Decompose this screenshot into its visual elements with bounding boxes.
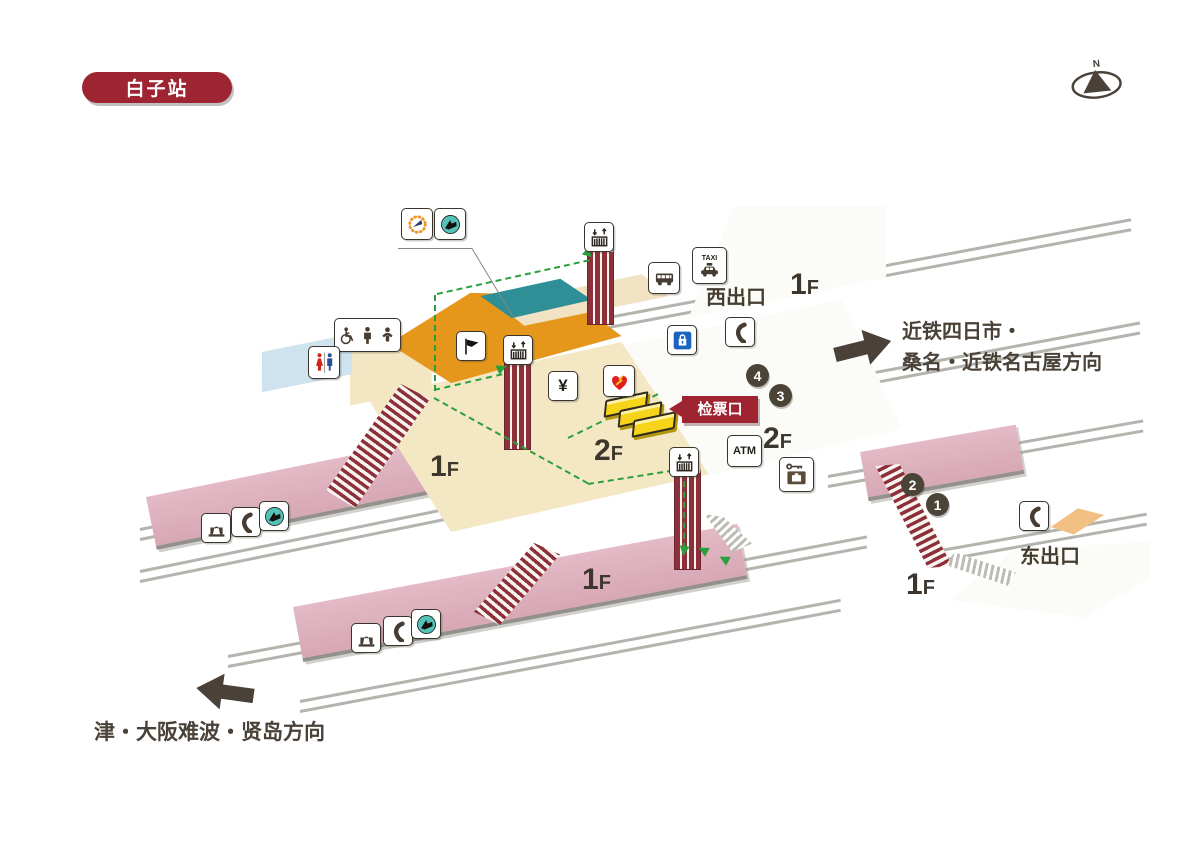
floor-label-2f-concourse: 2F <box>594 434 623 467</box>
ticket-gate-callout: 检票口 <box>669 396 758 423</box>
accessible-route <box>434 295 436 391</box>
west-exit-label: 西出口 <box>706 287 766 309</box>
telephone-icon <box>231 507 261 537</box>
toilet-icon <box>308 346 340 379</box>
platform-number-4: 4 <box>746 364 769 387</box>
floor-label-1f-east: 1F <box>906 568 935 601</box>
atm-label: ATM <box>732 445 756 457</box>
baby-icon <box>382 326 393 342</box>
coin-locker-icon <box>667 325 697 355</box>
adult-icon <box>364 326 371 344</box>
yen-icon: ¥ <box>548 371 578 401</box>
waiting-room-icon <box>411 609 441 639</box>
floor-label-1f-platform12: 1F <box>582 563 611 596</box>
accessible-route <box>683 471 685 549</box>
aed-icon <box>603 365 635 397</box>
drinking-fountain-icon <box>351 623 381 653</box>
taxi-label: TAXI <box>701 254 718 262</box>
escalator-to-platform12 <box>674 468 701 570</box>
escalator-icon <box>584 222 614 252</box>
platform-number-2: 2 <box>901 473 924 496</box>
flag-icon <box>456 331 486 361</box>
telephone-icon <box>1019 501 1049 531</box>
station-name-badge: 白子站 <box>82 72 232 103</box>
telephone-icon <box>725 317 755 347</box>
compass-north-label: N <box>1092 59 1100 71</box>
floor-label-1f-platform34: 1F <box>430 450 459 483</box>
floor-label-1f-west: 1F <box>790 268 819 301</box>
wheelchair-icon <box>340 326 354 344</box>
yen-label: ¥ <box>558 376 568 395</box>
northeast-direction-text: 近铁四日市・ 桑名・近铁名古屋方向 <box>902 321 1102 374</box>
platform-number-1: 1 <box>926 493 949 516</box>
escalator-to-west-exit <box>587 247 614 325</box>
floor-label-2f-east: 2F <box>763 422 792 455</box>
telephone-icon <box>383 616 413 646</box>
escalator-icon <box>669 447 699 477</box>
platform-number-3: 3 <box>769 384 792 407</box>
southwest-direction-arrow <box>194 670 256 714</box>
clock-icon <box>401 208 433 240</box>
east-exit-label: 东出口 <box>1020 546 1080 568</box>
escalator-icon <box>503 335 533 365</box>
leader-line <box>398 248 472 249</box>
drinking-fountain-icon <box>201 513 231 543</box>
key-suitcase-icon <box>779 457 814 492</box>
accessible-toilet-icons <box>334 318 401 352</box>
bus-icon <box>648 262 680 294</box>
waiting-room-icon <box>259 501 289 531</box>
route-arrow <box>678 545 690 557</box>
compass-icon: N <box>1068 56 1124 107</box>
escalator-to-platform34 <box>504 352 531 450</box>
southwest-direction-text: 津・大阪难波・贤岛方向 <box>94 721 325 744</box>
platform-1-2-east <box>860 424 1025 502</box>
taxi-icon: TAXI <box>692 247 727 284</box>
waiting-room-icon <box>434 208 466 240</box>
atm-icon: ATM <box>727 435 762 467</box>
